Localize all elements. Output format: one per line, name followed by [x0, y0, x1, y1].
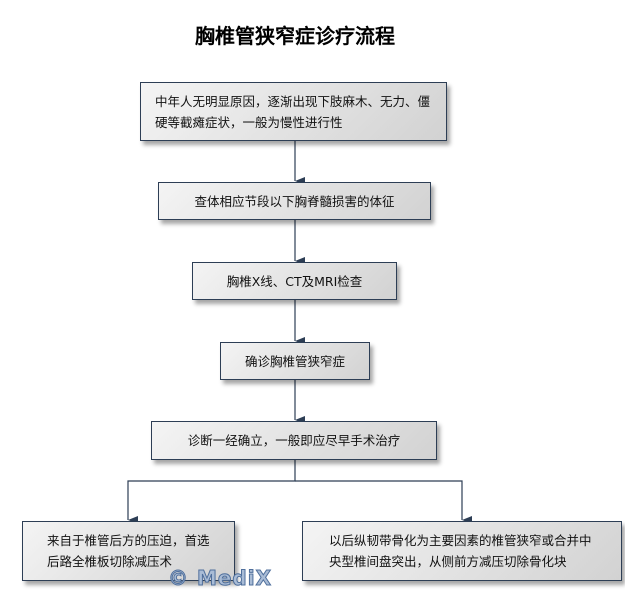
step-text: 诊断一经确立，一般即应尽早手术治疗 [187, 433, 401, 448]
step-text: 中年人无明显原因，逐渐出现下肢麻木、无力、僵硬等截瘫症状，一般为慢性进行性 [155, 93, 431, 130]
step-text: 确诊胸椎管狭窄症 [244, 353, 345, 369]
branch-text: 以后纵韧带骨化为主要因素的椎管狭窄或合并中央型椎间盘突出，从侧前方减压切除骨化块 [329, 533, 592, 569]
step-imaging: 胸椎X线、CT及MRI检查 [192, 262, 397, 300]
branch-posterior: 来自于椎管后方的压迫，首选后路全椎板切除减压术 [22, 521, 235, 581]
branch-line-right [295, 480, 472, 524]
watermark: © MediX [167, 566, 273, 590]
step-text: 查体相应节段以下胸脊髓损害的体征 [194, 193, 395, 209]
step-text: 胸椎X线、CT及MRI检查 [226, 273, 363, 289]
diagram-title: 胸椎管狭窄症诊疗流程 [195, 24, 395, 48]
step-surgery: 诊断一经确立，一般即应尽早手术治疗 [151, 421, 437, 460]
branch-anterolateral: 以后纵韧带骨化为主要因素的椎管狭窄或合并中央型椎间盘突出，从侧前方减压切除骨化块 [302, 521, 622, 581]
branch-text: 来自于椎管后方的压迫，首选后路全椎板切除减压术 [47, 533, 210, 569]
step-exam: 查体相应节段以下胸脊髓损害的体征 [158, 182, 431, 220]
branch-line [127, 460, 296, 524]
step-diagnosis: 确诊胸椎管狭窄症 [220, 342, 370, 380]
step-symptoms: 中年人无明显原因，逐渐出现下肢麻木、无力、僵硬等截瘫症状，一般为慢性进行性 [140, 82, 447, 141]
